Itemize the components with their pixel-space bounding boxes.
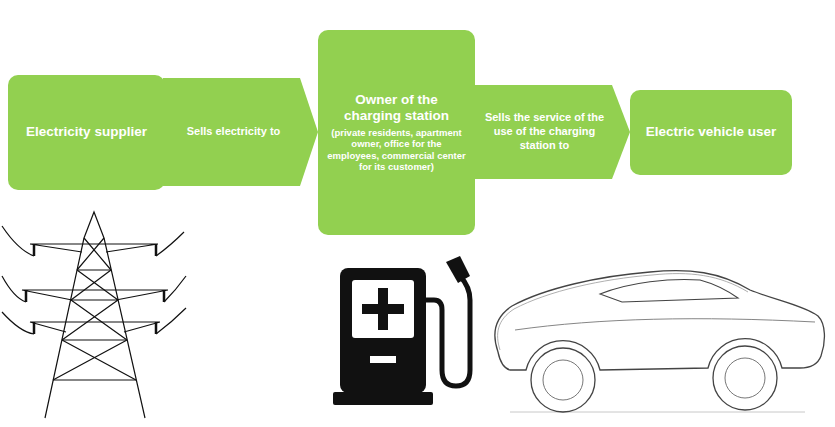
ground-line xyxy=(510,412,805,413)
car-window xyxy=(600,280,738,302)
tower-insulators xyxy=(26,244,164,334)
car-rim xyxy=(543,360,583,400)
car-wheel xyxy=(531,348,595,412)
tower-rungs xyxy=(53,270,136,380)
power-wire xyxy=(2,276,186,302)
charger-screen xyxy=(352,280,414,338)
charging-station-icon xyxy=(333,256,470,405)
power-wire xyxy=(2,226,184,256)
car-sketch-line xyxy=(498,274,748,350)
tower-crossarm xyxy=(30,244,158,252)
process-box: Owner of the charging station(private re… xyxy=(318,30,475,235)
box-heading: Electric vehicle user xyxy=(646,124,777,140)
tower-bracing xyxy=(53,238,136,380)
tower-crossarm xyxy=(30,322,160,332)
charger-base xyxy=(333,392,433,405)
arrow-label: Sells the service of the use of the char… xyxy=(481,111,608,152)
block-arrow xyxy=(163,78,318,186)
charger-nozzle xyxy=(446,256,470,283)
minus-symbol xyxy=(370,356,396,363)
charger-hose xyxy=(426,276,470,386)
plus-symbol xyxy=(362,304,404,314)
block-arrow xyxy=(473,85,630,179)
box-heading: Electricity supplier xyxy=(26,124,147,140)
charger-body xyxy=(340,268,426,393)
box-heading: Owner of the charging station xyxy=(326,92,467,124)
car-sketch xyxy=(495,271,824,412)
car-rim xyxy=(725,358,765,398)
arrow-label: Sells electricity to xyxy=(171,125,296,139)
car-crease xyxy=(515,319,815,330)
car-body xyxy=(495,271,824,370)
process-box: Electric vehicle user xyxy=(630,90,792,175)
power-wire xyxy=(2,308,186,334)
power-tower xyxy=(2,212,186,418)
process-box: Electricity supplier xyxy=(8,75,165,190)
box-note: (private residents, apartment owner, off… xyxy=(326,127,467,173)
car-wheel xyxy=(713,346,777,410)
tower-legs xyxy=(45,212,145,418)
tower-crossarm xyxy=(22,290,168,300)
